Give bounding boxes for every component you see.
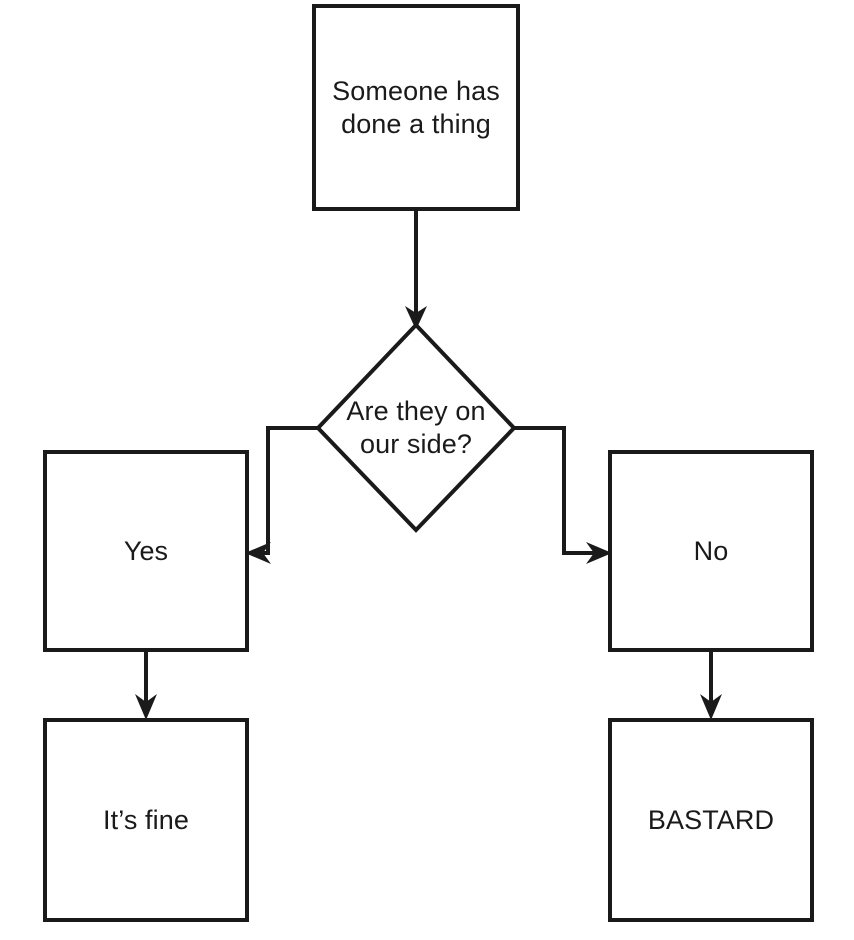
node-shape-no[interactable] [608, 450, 814, 652]
edge-no-to-bastard [700, 650, 722, 720]
edge-yes-to-fine [135, 650, 157, 720]
node-shape-decision[interactable] [315, 322, 517, 533]
node-shape-start[interactable] [312, 4, 520, 211]
node-shape-bastard[interactable] [608, 718, 814, 922]
edge-start-to-decision [405, 209, 427, 330]
arrow-head-right-into-no [586, 542, 612, 564]
arrow-head-down-into-decision [405, 306, 427, 330]
arrow-head-down-into-bastard [700, 694, 722, 720]
node-shape-yes[interactable] [43, 450, 249, 652]
node-shape-fine[interactable] [43, 718, 249, 922]
edge-line-decision-to-no [514, 426, 595, 555]
arrow-head-down-into-fine [135, 694, 157, 720]
edge-line-decision-to-yes [262, 426, 318, 555]
edge-decision-to-no [514, 426, 612, 564]
edge-decision-to-yes [245, 426, 318, 564]
arrow-head-left-into-yes [245, 542, 271, 564]
